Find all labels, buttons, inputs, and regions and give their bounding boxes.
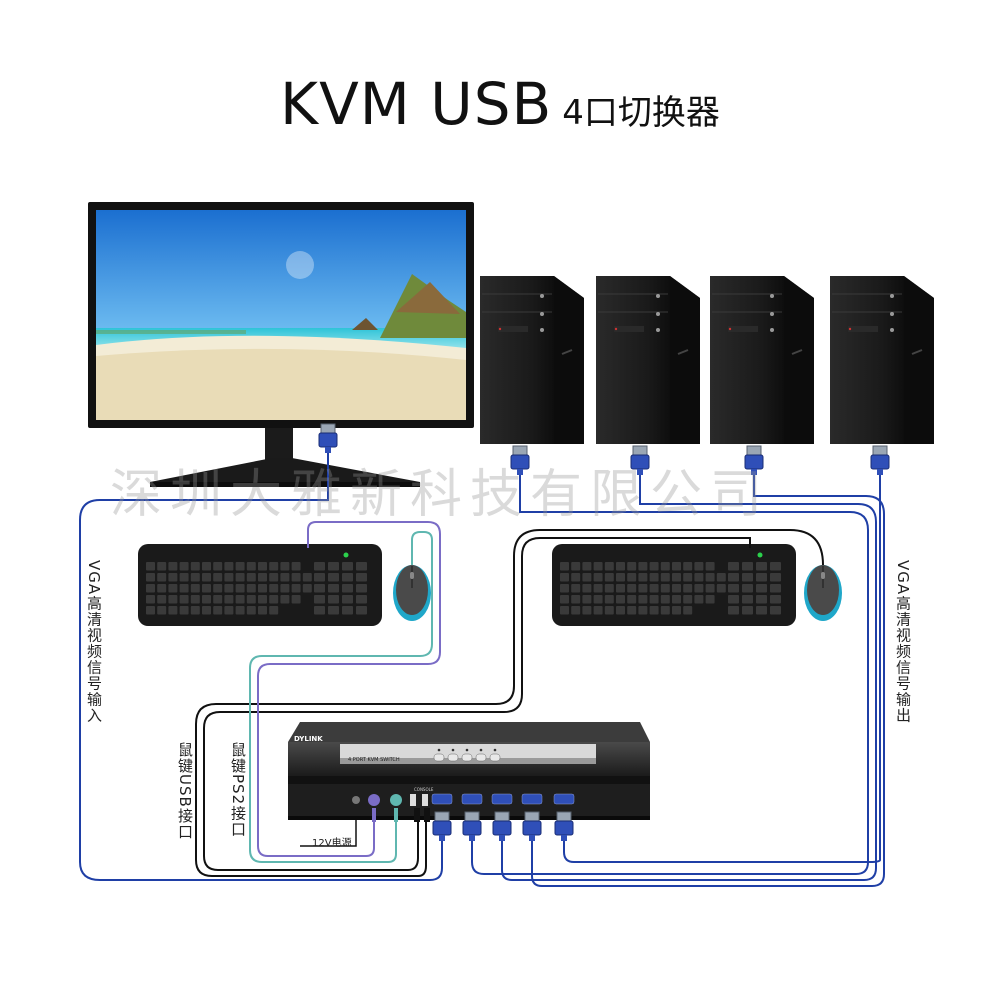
ps2-mouse-cable xyxy=(249,531,433,863)
power-cable xyxy=(300,820,357,847)
ps2-keyboard-cable xyxy=(257,521,441,857)
keyboard-icon xyxy=(552,544,796,626)
switch-console-label: CONSOLE xyxy=(414,787,434,792)
monitor-icon xyxy=(88,202,474,487)
vga-input-cable xyxy=(79,450,443,881)
cables xyxy=(79,450,885,887)
vga-output-cable-2 xyxy=(501,470,877,881)
vga-output-label: VGA高清视频信号输出 xyxy=(894,560,912,724)
ps2-port-label: 鼠键PS2接口 xyxy=(229,742,247,838)
title-main: KVM USB xyxy=(280,70,553,138)
vga-output-cable-4 xyxy=(563,470,881,863)
computer-tower-1 xyxy=(480,276,584,444)
computer-tower-4 xyxy=(830,276,934,444)
keyboard-icon xyxy=(138,544,382,626)
vga-output-cable-1 xyxy=(471,470,869,875)
vga-output-cable-3 xyxy=(531,470,885,887)
vga-input-label: VGA高清视频信号输入 xyxy=(85,560,103,724)
switch-model: 4 PORT KVM SWITCH xyxy=(348,757,400,763)
computer-tower-3 xyxy=(710,276,814,444)
usb-mouse-cable xyxy=(195,529,824,877)
switch-brand: DYLINK xyxy=(294,735,323,743)
power-label: 12V电源 xyxy=(312,838,352,849)
mouse-icon xyxy=(804,565,842,621)
title-sub: 4口切换器 xyxy=(562,93,720,133)
computer-tower-icon xyxy=(480,276,934,444)
computer-tower-2 xyxy=(596,276,700,444)
kvm-switch-icon xyxy=(288,722,650,842)
usb-keyboard-cable xyxy=(203,537,751,871)
usb-port-label: 鼠键USB接口 xyxy=(176,742,194,840)
mouse-icon xyxy=(393,565,431,621)
